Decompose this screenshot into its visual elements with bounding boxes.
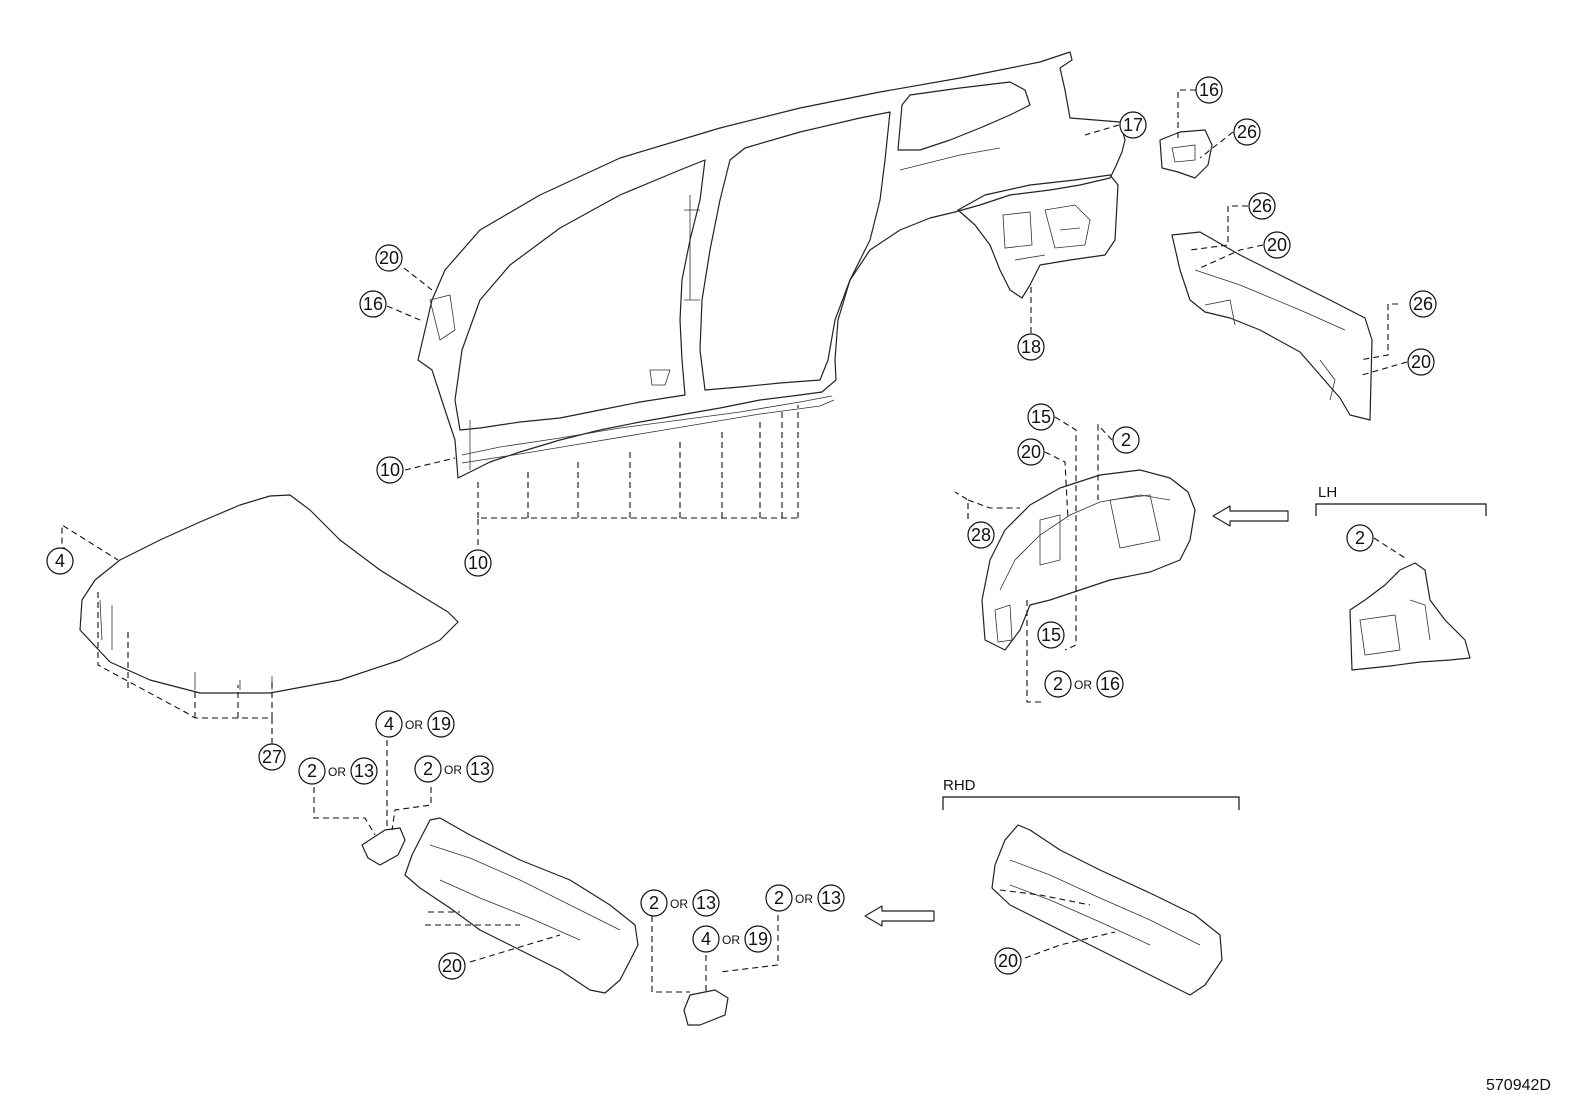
arrow-rhd-to-lhd	[864, 905, 935, 927]
svg-text:20: 20	[442, 956, 462, 976]
svg-text:4: 4	[384, 714, 394, 734]
rhd-cowl-top-panel	[991, 824, 1223, 996]
svg-text:16: 16	[1199, 80, 1219, 100]
svg-text:2: 2	[423, 759, 433, 779]
svg-text:2: 2	[774, 888, 784, 908]
callout-26-panel-right: 26	[1409, 290, 1437, 318]
body-side-outer-panel	[417, 51, 1126, 479]
svg-text:17: 17	[1123, 115, 1143, 135]
svg-text:20: 20	[1021, 442, 1041, 462]
rhd-label: RHD	[943, 777, 976, 794]
svg-text:15: 15	[1041, 625, 1061, 645]
svg-text:10: 10	[468, 553, 488, 573]
callout-2-or-13-cowl-left: 2 OR 13	[298, 757, 378, 785]
rear-wheelhouse-inner-panel	[957, 174, 1119, 299]
arrow-lh-to-rh	[1212, 505, 1289, 527]
callout-28-apron: 28	[967, 521, 995, 549]
svg-text:16: 16	[1100, 674, 1120, 694]
callout-18-wheelhouse: 18	[1017, 333, 1045, 361]
callout-15-apron-top: 15	[1027, 403, 1055, 431]
callout-10-bottom: 10	[464, 549, 492, 577]
svg-text:2: 2	[649, 893, 659, 913]
callout-2-or-13-bracket-left: 2 OR 13	[640, 889, 720, 917]
svg-text:10: 10	[380, 460, 400, 480]
svg-text:2: 2	[1121, 430, 1131, 450]
cowl-top-panel	[404, 817, 639, 994]
svg-text:2: 2	[1355, 528, 1365, 548]
callout-4-hood: 4	[46, 547, 74, 575]
callout-26-bracket: 26	[1233, 118, 1261, 146]
svg-text:13: 13	[354, 761, 374, 781]
callout-4-or-19-cowl: 4 OR 19	[375, 710, 455, 738]
svg-text:OR: OR	[328, 765, 346, 779]
svg-text:4: 4	[701, 929, 711, 949]
svg-text:2: 2	[1053, 674, 1063, 694]
callout-10-rocker: 10	[376, 456, 404, 484]
callout-16-pillar: 16	[359, 290, 387, 318]
svg-text:13: 13	[821, 888, 841, 908]
callout-20-panel-right: 20	[1407, 348, 1435, 376]
hood-panel	[79, 494, 459, 694]
callout-15-apron-bottom: 15	[1037, 621, 1065, 649]
lh-group-bracket	[1315, 503, 1487, 516]
rhd-group-bracket	[942, 796, 1240, 810]
svg-text:13: 13	[696, 893, 716, 913]
svg-text:16: 16	[363, 294, 383, 314]
svg-text:4: 4	[55, 551, 65, 571]
callout-16-bracket: 16	[1195, 76, 1223, 104]
svg-text:26: 26	[1252, 196, 1272, 216]
callout-20-pillar: 20	[375, 244, 403, 272]
figure-code: 570942D	[1486, 1077, 1551, 1094]
svg-text:18: 18	[1021, 337, 1041, 357]
callout-20-cowl: 20	[438, 952, 466, 980]
svg-text:20: 20	[379, 248, 399, 268]
svg-text:13: 13	[470, 759, 490, 779]
lh-label: LH	[1318, 484, 1337, 501]
callout-17-quarter: 17	[1119, 111, 1147, 139]
svg-text:20: 20	[998, 951, 1018, 971]
callout-27-hood: 27	[258, 743, 286, 771]
callout-4-or-19-bracket: 4 OR 19	[692, 925, 772, 953]
callouts: 20 16 10 10 17 18 16 26 26 20 26 20 15 2…	[46, 76, 1437, 980]
lh-apron-panel	[1349, 562, 1471, 671]
svg-text:OR: OR	[722, 933, 740, 947]
callout-20-panel-top: 20	[1263, 231, 1291, 259]
callout-2-lh: 2	[1346, 524, 1374, 552]
cowl-bracket-left	[361, 827, 406, 866]
leader-lines	[61, 89, 1408, 995]
callout-2-or-13-cowl-mid: 2 OR 13	[414, 755, 494, 783]
svg-text:28: 28	[971, 525, 991, 545]
svg-text:OR: OR	[444, 763, 462, 777]
callout-2-apron: 2	[1112, 426, 1140, 454]
svg-text:2: 2	[307, 761, 317, 781]
svg-text:OR: OR	[670, 897, 688, 911]
callout-26-panel-top: 26	[1248, 192, 1276, 220]
callout-2-or-13-bracket-right: 2 OR 13	[765, 884, 845, 912]
callout-20-apron: 20	[1017, 438, 1045, 466]
callout-2-or-16-apron: 2 OR 16	[1044, 670, 1124, 698]
cowl-bracket-center	[683, 989, 729, 1026]
svg-text:20: 20	[1267, 235, 1287, 255]
svg-text:OR: OR	[405, 718, 423, 732]
svg-text:20: 20	[1411, 352, 1431, 372]
svg-text:OR: OR	[1074, 678, 1092, 692]
svg-text:15: 15	[1031, 407, 1051, 427]
rear-body-bracket	[1159, 129, 1213, 179]
svg-text:19: 19	[431, 714, 451, 734]
svg-text:OR: OR	[795, 892, 813, 906]
svg-text:27: 27	[262, 747, 282, 767]
callout-20-rhd: 20	[994, 947, 1022, 975]
svg-text:19: 19	[748, 929, 768, 949]
svg-text:26: 26	[1413, 294, 1433, 314]
rear-body-panel	[1171, 231, 1373, 421]
svg-text:26: 26	[1237, 122, 1257, 142]
front-apron-panel	[981, 469, 1196, 651]
